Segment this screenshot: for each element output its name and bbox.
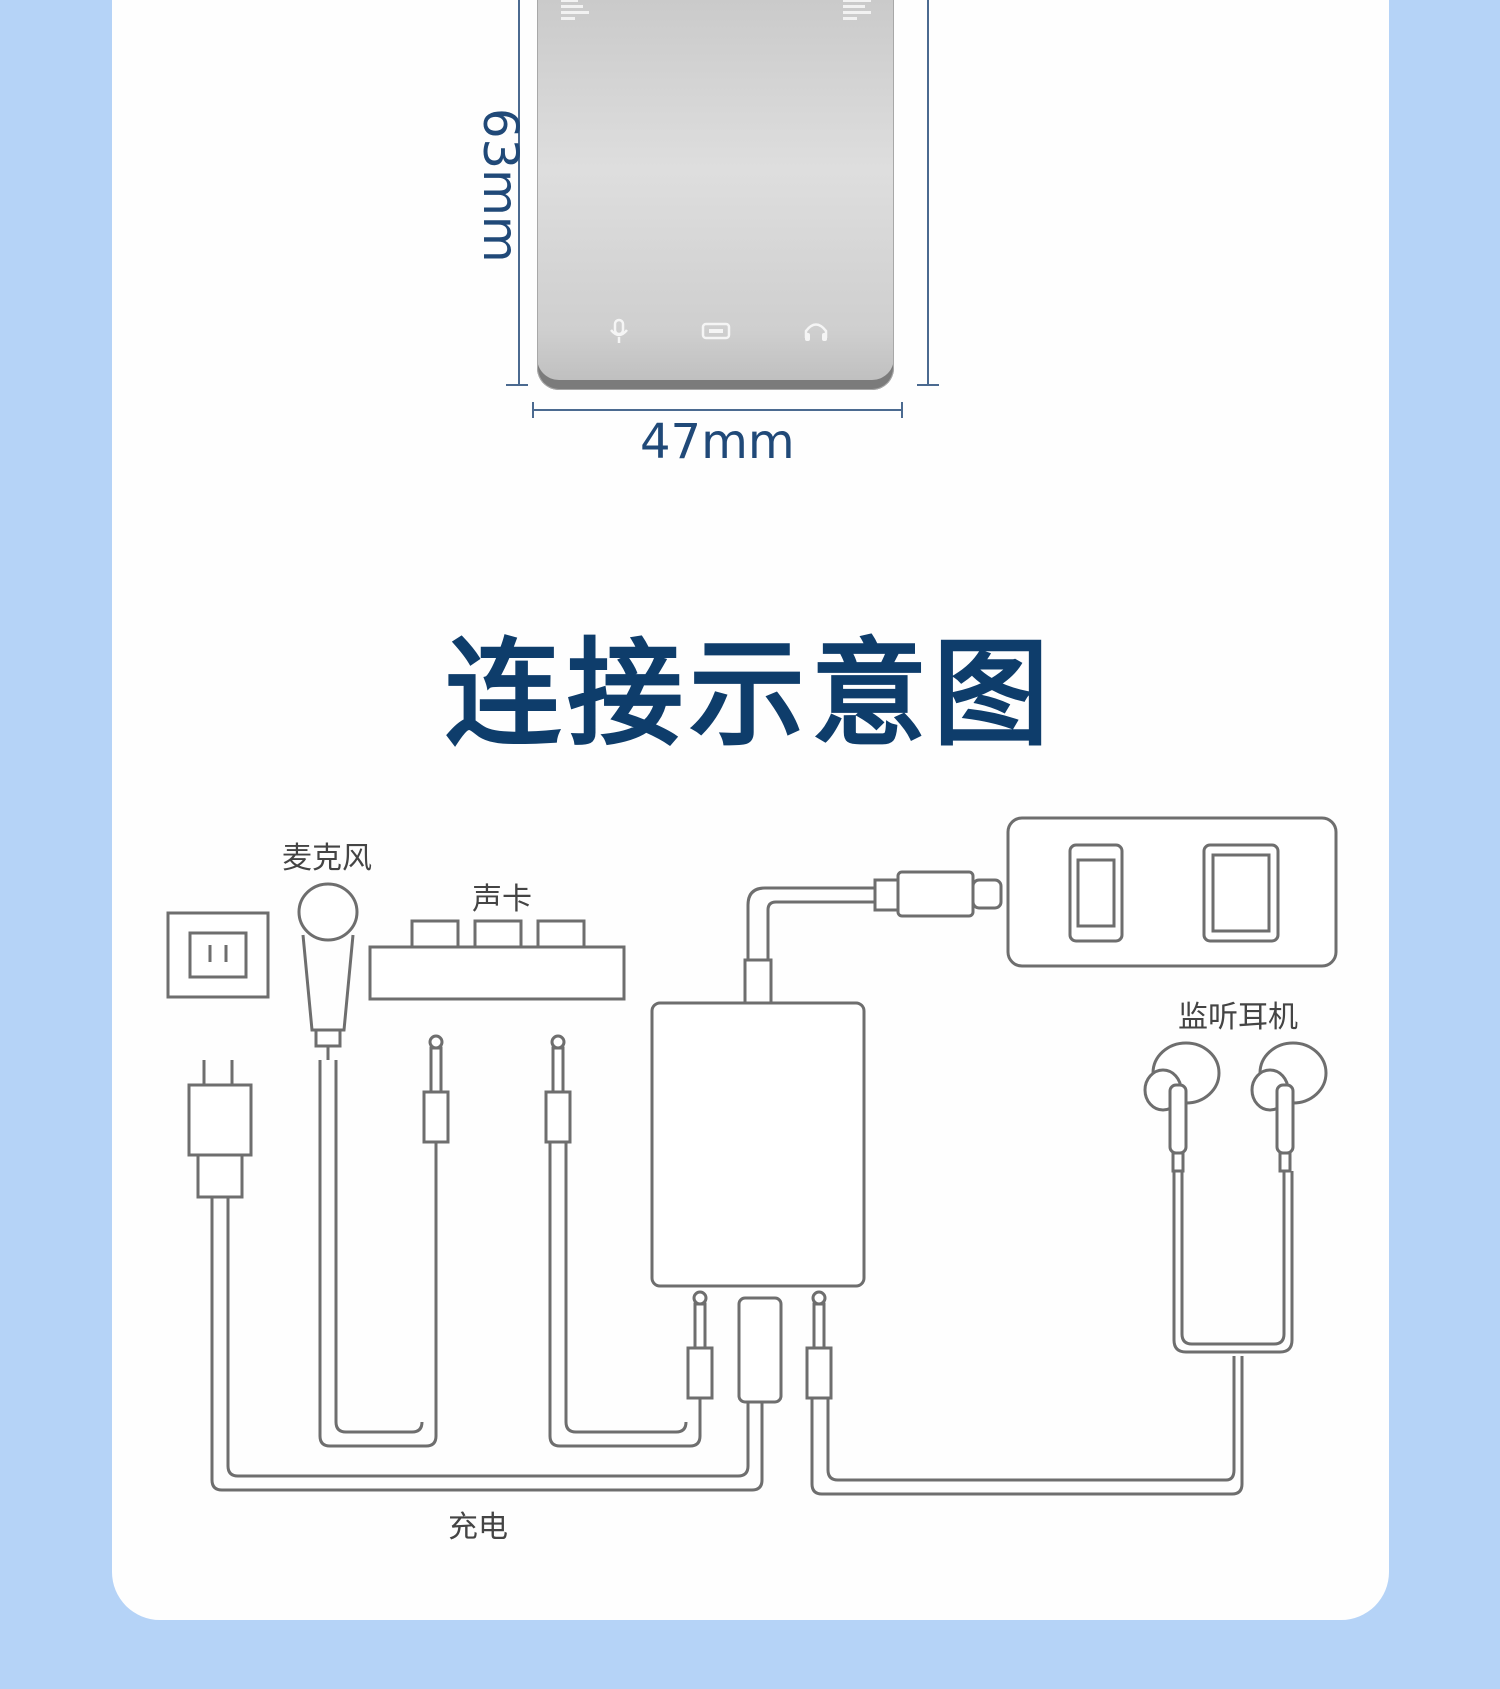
- right-guide-line: [927, 0, 929, 386]
- lightning-cable: [746, 886, 875, 960]
- height-dimension-tick: [506, 384, 528, 386]
- sound-card-icon: [368, 919, 626, 1001]
- devices-panel: [1006, 816, 1338, 968]
- lightning-connector-icon: [873, 870, 1003, 918]
- headphone-icon: [804, 323, 828, 341]
- page-title: 连接示意图: [445, 627, 1055, 762]
- microphone-icon: [297, 882, 359, 1060]
- height-dimension-line: [518, 0, 520, 386]
- charge-port-connector: [737, 1296, 783, 1404]
- sound-card-label: 声卡: [472, 882, 532, 917]
- phone-icon: [1068, 843, 1124, 943]
- tablet-icon: [1202, 843, 1280, 943]
- level-meter-left: [561, 0, 589, 24]
- charging-label: 充电: [448, 1510, 508, 1545]
- audio-jack-icon: [422, 1034, 833, 1400]
- width-dimension-label: 47mm: [640, 414, 795, 470]
- cables: [210, 1060, 1294, 1496]
- mic-icon: [610, 318, 628, 343]
- earphones-icon: [1143, 1041, 1328, 1173]
- power-plug-icon: [187, 1060, 253, 1199]
- microphone-label: 麦克风: [282, 841, 372, 876]
- right-guide-tick: [917, 384, 939, 386]
- width-dimension-line: [532, 409, 903, 411]
- width-dimension-tick-right: [901, 402, 903, 418]
- width-dimension-tick-left: [532, 402, 534, 418]
- monitor-earphones-label: 监听耳机: [1178, 1000, 1298, 1035]
- sound-card-device: [537, 0, 894, 390]
- level-meter-right: [843, 0, 871, 24]
- adapter-box: [650, 958, 866, 1288]
- power-outlet-icon: [166, 911, 270, 999]
- charge-icon: [701, 322, 731, 340]
